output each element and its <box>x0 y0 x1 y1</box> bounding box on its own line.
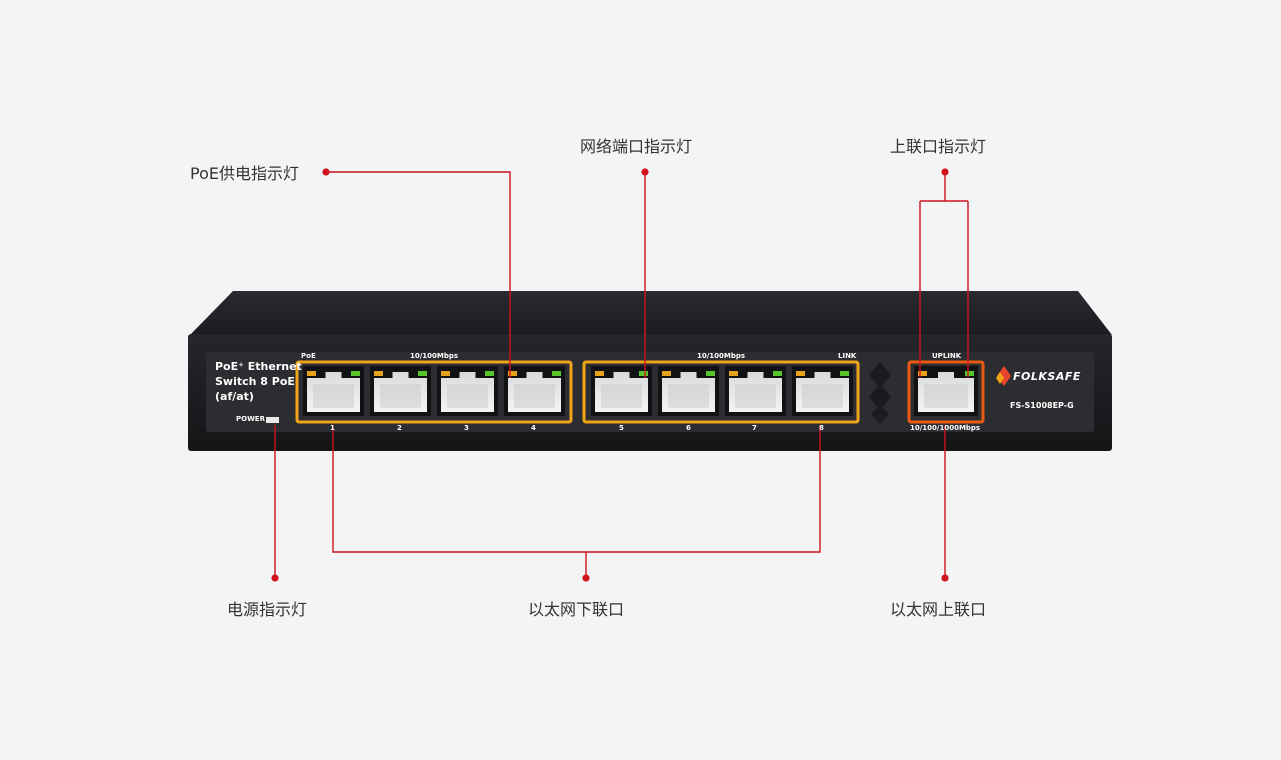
rj45-port[interactable] <box>437 366 498 416</box>
callout-dots <box>271 168 949 582</box>
port-number: 5 <box>619 424 624 432</box>
activity-led <box>418 371 427 376</box>
port-number: 8 <box>819 424 824 432</box>
poe-label: PoE <box>301 352 316 360</box>
activity-led <box>351 371 360 376</box>
rj45-port[interactable] <box>504 366 565 416</box>
callout-network-port-indicator: 网络端口指示灯 <box>580 137 693 156</box>
activity-led <box>485 371 494 376</box>
link-label: LINK <box>838 352 857 360</box>
rj45-port[interactable] <box>792 366 853 416</box>
uplink-speed-label: 10/100/1000Mbps <box>910 424 981 432</box>
dot-poe-indicator <box>322 168 330 176</box>
callout-ethernet-uplink: 以太网上联口 <box>890 600 987 619</box>
poe-led <box>307 371 316 376</box>
power-label: POWER <box>236 415 265 423</box>
port-group-frame-poe <box>295 360 573 424</box>
chassis-top <box>190 291 1112 335</box>
power-led <box>266 417 279 423</box>
link-led <box>729 371 738 376</box>
activity-led <box>965 371 974 376</box>
poe-led <box>508 371 517 376</box>
port-group-frame-uplink <box>907 360 985 424</box>
dot-ethernet-downlink <box>582 574 590 582</box>
activity-led <box>706 371 715 376</box>
port-group-frame-lan <box>582 360 860 424</box>
dot-ethernet-uplink <box>941 574 949 582</box>
uplink-label: UPLINK <box>932 352 962 360</box>
callout-ethernet-downlink: 以太网下联口 <box>528 600 625 619</box>
brand-name: FOLKSAFE <box>1013 370 1081 383</box>
dot-uplink-indicator <box>941 168 949 176</box>
dot-power-indicator <box>271 574 279 582</box>
callout-power-indicator: 电源指示灯 <box>227 600 308 619</box>
line-ethernet-downlink <box>332 425 821 578</box>
poe-led <box>441 371 450 376</box>
device-title-line3: (af/at) <box>215 390 254 403</box>
link-led <box>662 371 671 376</box>
port-number: 6 <box>686 424 691 432</box>
port-number: 3 <box>464 424 469 432</box>
speed-label-right: 10/100Mbps <box>697 352 746 360</box>
link-led <box>595 371 604 376</box>
rj45-port[interactable] <box>658 366 719 416</box>
speed-label-left: 10/100Mbps <box>410 352 459 360</box>
poe-led <box>374 371 383 376</box>
dot-network-port-indicator <box>641 168 649 176</box>
rj45-port[interactable] <box>370 366 431 416</box>
device-title-line2: Switch 8 PoE <box>215 375 295 388</box>
rj45-port[interactable] <box>725 366 786 416</box>
callout-uplink-indicator: 上联口指示灯 <box>890 137 987 156</box>
activity-led <box>639 371 648 376</box>
line-uplink-indicator <box>919 172 969 377</box>
device-title-line1: PoE⁺ Ethernet <box>215 360 302 373</box>
activity-led <box>773 371 782 376</box>
port-number: 1 <box>330 424 335 432</box>
line-poe-indicator <box>326 171 511 378</box>
model-number: FS-S1008EP-G <box>1010 401 1074 410</box>
port-number: 7 <box>752 424 757 432</box>
activity-led <box>840 371 849 376</box>
panel-decor-logo <box>869 362 891 424</box>
folksafe-logo-icon <box>996 366 1011 386</box>
uplink-port[interactable] <box>914 366 978 416</box>
port-number: 4 <box>531 424 536 432</box>
ports <box>303 366 978 416</box>
link-led <box>796 371 805 376</box>
link-led <box>918 371 927 376</box>
rj45-port[interactable] <box>303 366 364 416</box>
callout-poe-indicator: PoE供电指示灯 <box>190 164 299 183</box>
port-number: 2 <box>397 424 402 432</box>
rj45-port[interactable] <box>591 366 652 416</box>
activity-led <box>552 371 561 376</box>
callout-lines <box>274 171 969 578</box>
